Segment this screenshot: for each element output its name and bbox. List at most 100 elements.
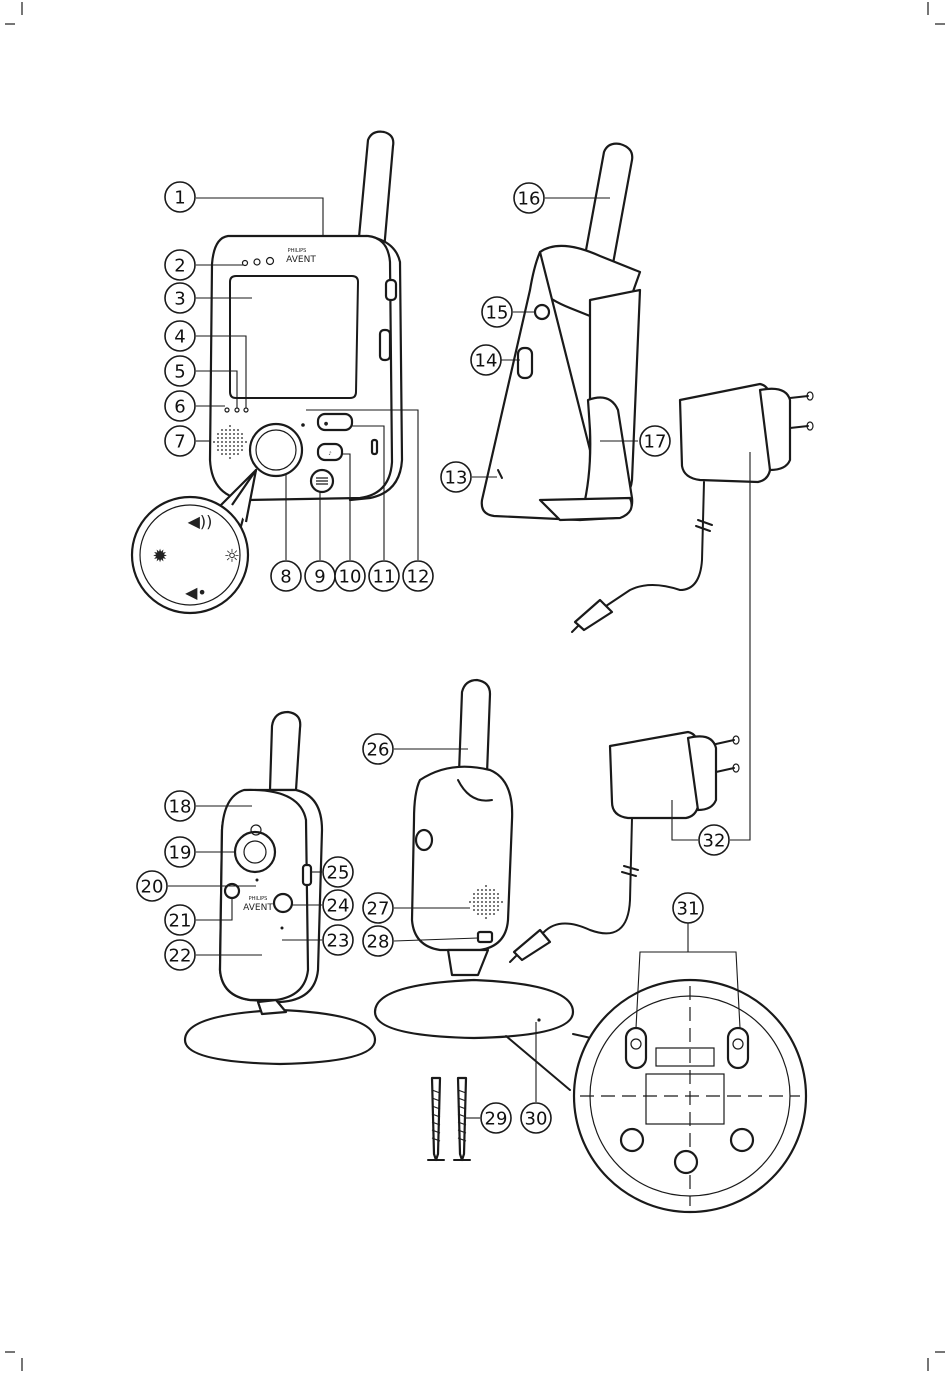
callout-19: 19 bbox=[165, 837, 195, 867]
microphone-icon: ● bbox=[324, 421, 329, 427]
callout-2: 2 bbox=[165, 250, 195, 280]
callout-28: 28 bbox=[363, 926, 393, 956]
side-slider[interactable] bbox=[380, 330, 390, 360]
camera-lens bbox=[235, 832, 275, 872]
mount-slot-right bbox=[728, 1028, 748, 1068]
callout-number: 2 bbox=[174, 256, 185, 277]
volume-up-icon: ◀)) bbox=[188, 512, 213, 531]
callout-number: 3 bbox=[174, 289, 185, 310]
callout-number: 31 bbox=[677, 899, 700, 920]
power-socket bbox=[478, 932, 492, 942]
callout-29: 29 bbox=[481, 1103, 511, 1133]
callout-12: 12 bbox=[403, 561, 433, 591]
callout-30: 30 bbox=[521, 1103, 551, 1133]
night-light-button[interactable] bbox=[274, 894, 292, 912]
callout-number: 5 bbox=[174, 362, 185, 383]
callout-9: 9 bbox=[305, 561, 335, 591]
callout-31: 31 bbox=[673, 893, 703, 923]
callout-number: 17 bbox=[644, 432, 667, 453]
callout-20: 20 bbox=[137, 871, 167, 901]
callout-6: 6 bbox=[165, 391, 195, 421]
callout-number: 32 bbox=[703, 831, 726, 852]
nav-zoom-bubble: ◀)) ◀• ✹ ☼ bbox=[132, 470, 256, 613]
callout-22: 22 bbox=[165, 940, 195, 970]
callout-number: 26 bbox=[367, 740, 390, 761]
callout-number: 13 bbox=[445, 468, 468, 489]
callout-32: 32 bbox=[699, 825, 729, 855]
callout-14: 14 bbox=[471, 345, 501, 375]
callout-15: 15 bbox=[482, 297, 512, 327]
baby-logo-product: AVENT bbox=[243, 903, 273, 913]
callout-number: 29 bbox=[485, 1109, 508, 1130]
callout-7: 7 bbox=[165, 426, 195, 456]
callout-number: 22 bbox=[169, 946, 192, 967]
callout-number: 27 bbox=[367, 899, 390, 920]
callout-3: 3 bbox=[165, 283, 195, 313]
callout-16: 16 bbox=[514, 183, 544, 213]
baby-power-switch[interactable] bbox=[303, 865, 311, 885]
callout-10: 10 bbox=[335, 561, 365, 591]
brightness-low-icon: ✹ bbox=[152, 546, 167, 567]
power-icon[interactable] bbox=[535, 305, 549, 319]
callout-number: 23 bbox=[327, 931, 350, 952]
callout-number: 24 bbox=[327, 896, 350, 917]
callout-26: 26 bbox=[363, 734, 393, 764]
mount-slot-left bbox=[626, 1028, 646, 1068]
callout-number: 6 bbox=[174, 397, 185, 418]
callout-number: 16 bbox=[518, 189, 541, 210]
navigation-ring[interactable] bbox=[250, 424, 302, 476]
callout-number: 25 bbox=[327, 863, 350, 884]
callout-number: 9 bbox=[314, 567, 325, 588]
baby-unit-front: PHILIPS AVENT bbox=[185, 712, 375, 1064]
callout-4: 4 bbox=[165, 321, 195, 351]
callout-number: 7 bbox=[174, 432, 185, 453]
callout-8: 8 bbox=[271, 561, 301, 591]
brightness-high-icon: ☼ bbox=[224, 546, 240, 567]
base-underside-zoom bbox=[506, 922, 806, 1212]
microphone-hole bbox=[301, 423, 305, 427]
rubber-foot bbox=[731, 1129, 753, 1151]
callout-21: 21 bbox=[165, 905, 195, 935]
callout-27: 27 bbox=[363, 893, 393, 923]
callout-number: 18 bbox=[169, 797, 192, 818]
wall-screws bbox=[428, 1078, 470, 1160]
baby-logo-brand: PHILIPS bbox=[249, 896, 268, 902]
callout-18: 18 bbox=[165, 791, 195, 821]
callout-17: 17 bbox=[640, 426, 670, 456]
parent-unit-front: ● ♪ PHILIPS AVENT bbox=[210, 132, 402, 500]
rubber-foot bbox=[621, 1129, 643, 1151]
music-note-icon: ♪ bbox=[328, 451, 331, 457]
callout-23: 23 bbox=[323, 925, 353, 955]
callout-number: 20 bbox=[141, 877, 164, 898]
parent-logo-product: AVENT bbox=[286, 255, 316, 265]
callout-5: 5 bbox=[165, 356, 195, 386]
parent-logo-brand: PHILIPS bbox=[288, 248, 307, 254]
callout-number: 4 bbox=[174, 327, 185, 348]
callout-number: 1 bbox=[174, 188, 185, 209]
power-switch[interactable] bbox=[386, 280, 396, 300]
callout-25: 25 bbox=[323, 857, 353, 887]
baby-back-power-button[interactable] bbox=[416, 830, 432, 850]
callout-number: 28 bbox=[367, 932, 390, 953]
callout-24: 24 bbox=[323, 890, 353, 920]
callout-13: 13 bbox=[441, 462, 471, 492]
volume-down-icon: ◀• bbox=[185, 583, 207, 602]
callout-11: 11 bbox=[369, 561, 399, 591]
callout-number: 14 bbox=[475, 351, 498, 372]
callout-number: 30 bbox=[525, 1109, 548, 1130]
callout-number: 21 bbox=[169, 911, 192, 932]
callout-number: 15 bbox=[486, 303, 509, 324]
wall-mount-hole bbox=[537, 1018, 540, 1021]
callout-number: 8 bbox=[280, 567, 291, 588]
microphone-hole bbox=[281, 927, 284, 930]
rubber-foot bbox=[675, 1151, 697, 1173]
callout-number: 19 bbox=[169, 843, 192, 864]
callout-number: 12 bbox=[407, 567, 430, 588]
parent-side-switch[interactable] bbox=[518, 348, 532, 378]
callout-number: 10 bbox=[339, 567, 362, 588]
sensor-dot bbox=[256, 879, 259, 882]
callout-1: 1 bbox=[165, 182, 195, 212]
callout-number: 11 bbox=[373, 567, 396, 588]
baby-unit-back bbox=[375, 680, 573, 1038]
